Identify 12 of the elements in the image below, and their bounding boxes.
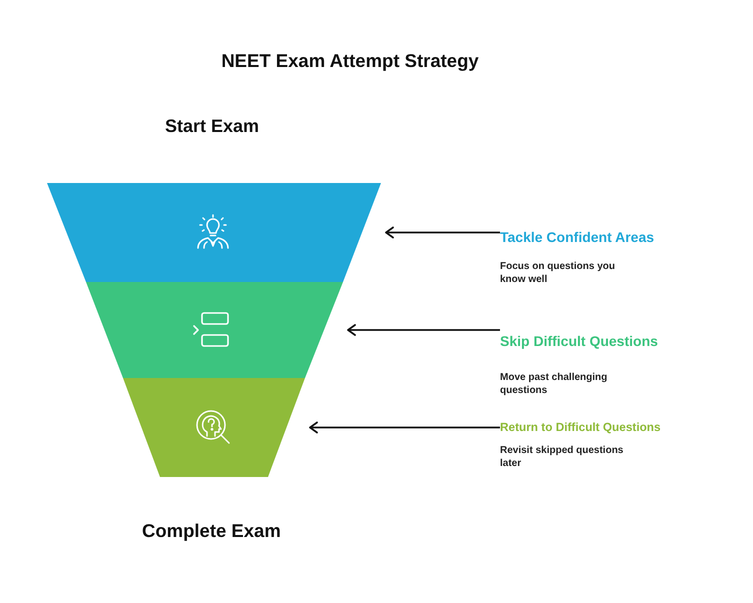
arrow xyxy=(347,324,500,336)
stage-label: Start Exam xyxy=(165,115,260,137)
stage-label: Complete Exam xyxy=(142,520,281,542)
step-heading: Skip Difficult Questions xyxy=(500,333,659,350)
diagram-title: NEET Exam Attempt Strategy xyxy=(221,50,479,72)
step-description: Revisit skipped questions later xyxy=(500,444,624,470)
arrow xyxy=(309,422,500,434)
step-heading: Return to Difficult Questions xyxy=(500,420,662,434)
arrow xyxy=(385,226,500,238)
step-heading: Tackle Confident Areas xyxy=(500,229,656,246)
step-description: Move past challenging questions xyxy=(500,371,608,397)
step-description: Focus on questions you know well xyxy=(500,260,616,286)
